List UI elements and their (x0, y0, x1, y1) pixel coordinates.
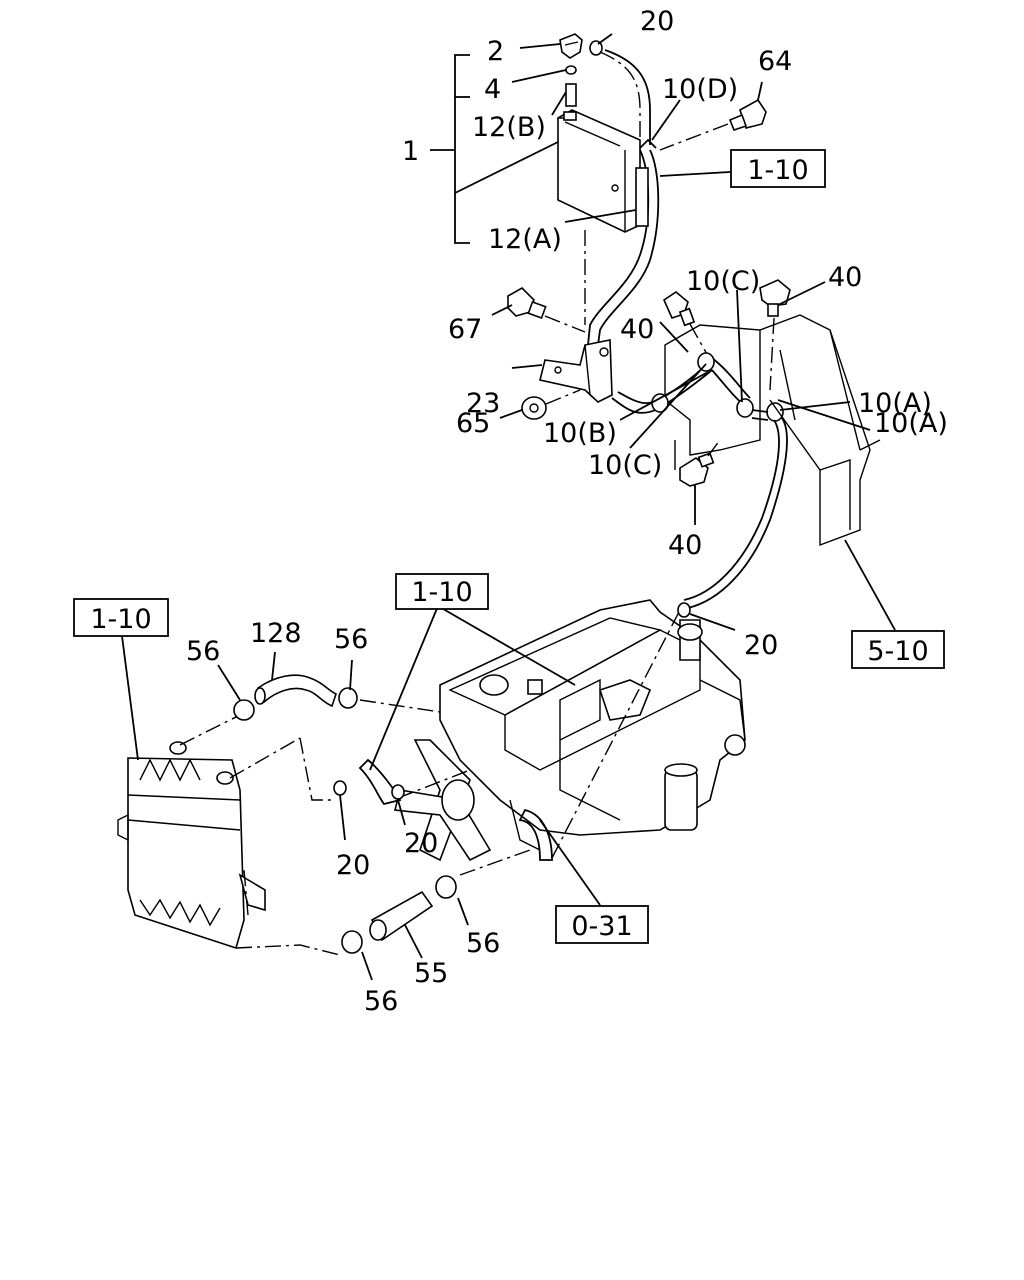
hose-clip-20-top (589, 40, 603, 56)
ref-label: 0-31 (571, 911, 632, 942)
callout-40-bottom: 40 (668, 530, 702, 561)
clamp-56-c (435, 875, 457, 899)
callout-64: 64 (758, 46, 792, 77)
clamp-56-d (341, 930, 363, 954)
bolt-40-bottom (679, 452, 715, 487)
callout-20-center: 20 (404, 828, 438, 859)
callout-20-top: 20 (640, 6, 674, 37)
callout-56-b: 56 (334, 624, 368, 655)
callout-2: 2 (487, 36, 504, 67)
ref-label: 1-10 (90, 604, 151, 635)
clamp-56-b (338, 687, 358, 709)
clip-20-center (391, 784, 405, 800)
ref-box-0-31: 0-31 (555, 905, 649, 944)
fitting-64 (728, 98, 767, 131)
callout-56-a: 56 (186, 636, 220, 667)
bolt-67 (507, 287, 547, 320)
frame-bracket (759, 314, 881, 547)
callout-10d: 10(D) (662, 74, 738, 105)
upper-hose-128 (254, 674, 337, 708)
callout-10a-2: 10(A) (874, 408, 948, 439)
callout-20-left: 20 (336, 850, 370, 881)
callout-10b: 10(B) (543, 418, 617, 449)
callout-40-mid: 40 (620, 314, 654, 345)
ref-box-1-10-top: 1-10 (730, 149, 826, 188)
leader-lines (121, 33, 896, 981)
callout-128: 128 (250, 618, 302, 649)
radiator (117, 741, 266, 950)
clip-20-mid (677, 602, 691, 618)
callout-10a-1: 10(A) (858, 388, 932, 419)
bolt-40-right (759, 279, 791, 317)
engine (439, 599, 746, 851)
ref-box-1-10-mid: 1-10 (395, 573, 489, 610)
callout-10c-bottom: 10(C) (588, 450, 662, 481)
bracket-23 (539, 339, 613, 403)
callout-55: 55 (414, 958, 448, 989)
ref-label: 1-10 (411, 577, 472, 608)
clip-20-left (333, 780, 347, 796)
lower-hose-55 (369, 890, 434, 942)
callout-10c-top: 10(C) (686, 266, 760, 297)
bolt-40-mid (662, 291, 696, 327)
callout-23: 23 (466, 388, 500, 419)
callout-20-mid: 20 (744, 630, 778, 661)
callout-12b: 12(B) (472, 112, 546, 143)
ref-label: 5-10 (867, 636, 928, 667)
callout-4: 4 (484, 74, 501, 105)
callout-labels: 2 4 12(B) 1 12(A) 20 10(D) 64 10(C) 40 6… (186, 6, 948, 1017)
ref-box-1-10-left: 1-10 (73, 598, 169, 637)
nut-65 (521, 396, 547, 420)
callout-67: 67 (448, 314, 482, 345)
callout-65: 65 (456, 408, 490, 439)
cooling-fan (394, 739, 492, 862)
callout-12a: 12(A) (488, 224, 562, 255)
ref-box-5-10: 5-10 (851, 630, 945, 669)
callout-1: 1 (402, 136, 419, 167)
callout-56-d: 56 (364, 986, 398, 1017)
tank-cap (559, 33, 583, 107)
ref-label: 1-10 (747, 155, 808, 186)
callout-40-right: 40 (828, 262, 862, 293)
callout-56-c: 56 (466, 928, 500, 959)
clamp-56-a (233, 699, 255, 721)
reserve-tank (557, 109, 641, 233)
